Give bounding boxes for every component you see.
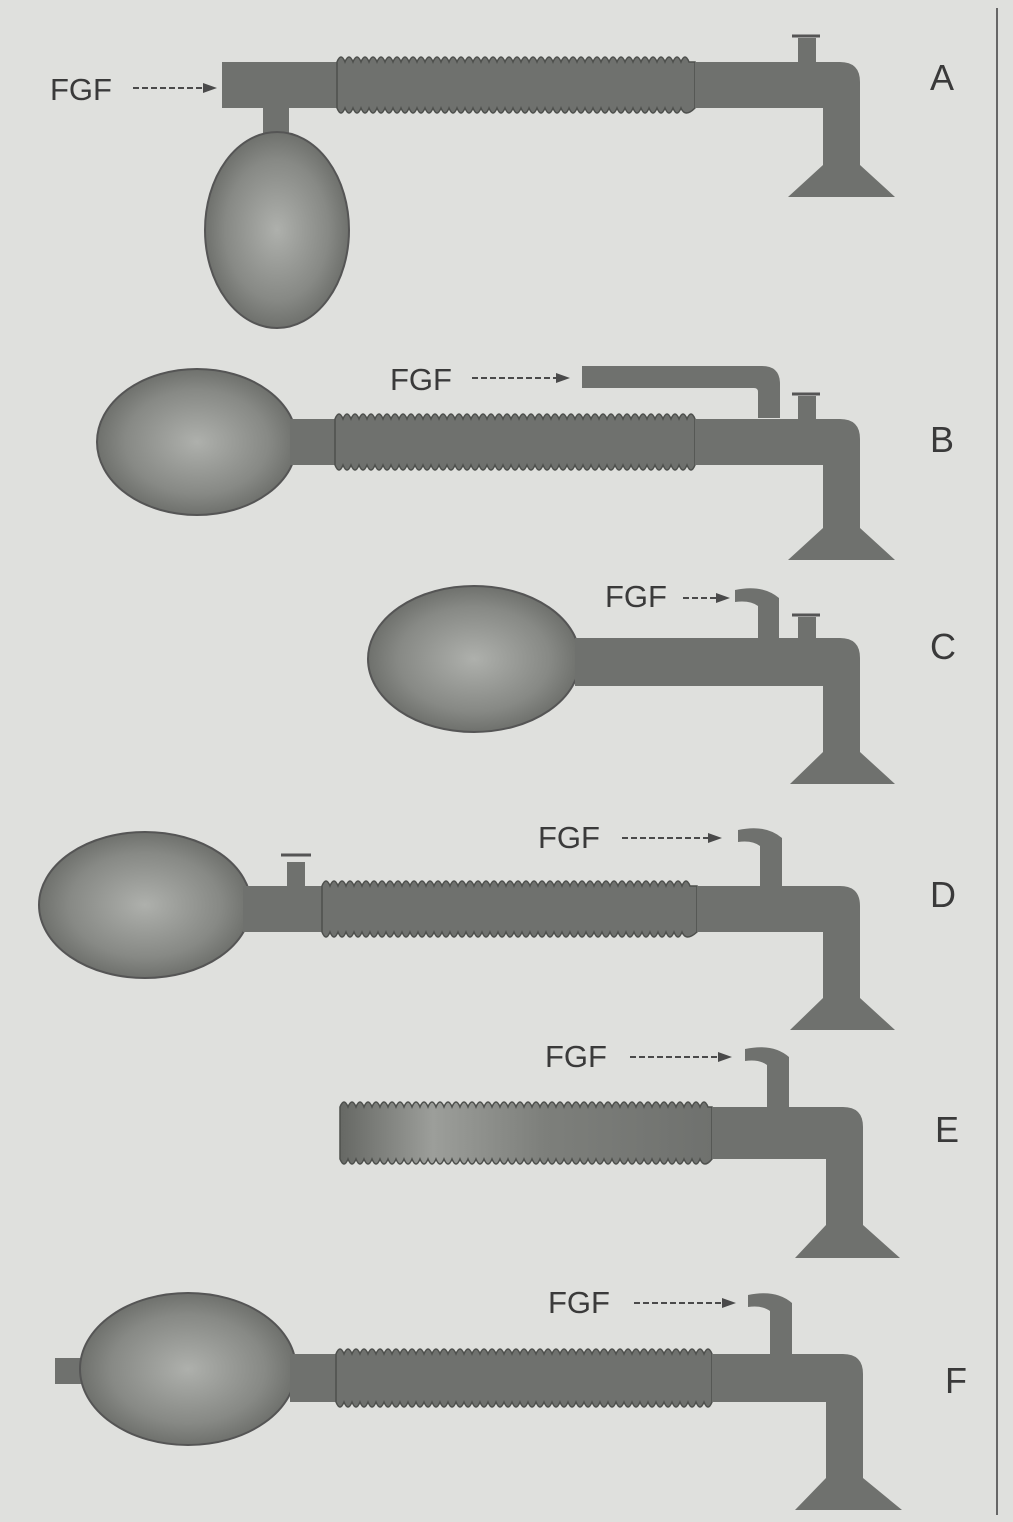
panel-E: FGF E (340, 1039, 959, 1258)
expiratory-valve (792, 36, 820, 62)
expiratory-valve (792, 394, 820, 419)
patient-elbow-mask (712, 1107, 900, 1258)
corrugated-tube-body (336, 1349, 712, 1407)
corrugated-tube-body (340, 1102, 712, 1164)
corrugated-tube (337, 57, 695, 113)
patient-elbow-mask (760, 638, 895, 784)
fgf-arrow (683, 593, 730, 603)
fgf-inlet-hook (745, 1047, 789, 1109)
fgf-inlet (222, 62, 337, 108)
patient-elbow-mask (695, 419, 895, 560)
reservoir-bag (205, 100, 349, 328)
bag-neck (243, 886, 325, 932)
fgf-label: FGF (548, 1285, 610, 1320)
panel-letter-D: D (930, 874, 956, 915)
panel-letter-C: C (930, 626, 956, 667)
panel-letter-B: B (930, 419, 954, 460)
corrugated-tube (336, 1349, 712, 1407)
patient-elbow-mask (697, 886, 895, 1030)
panel-A: FGF A (50, 36, 954, 328)
fgf-arrow (622, 833, 722, 843)
corrugated-tube-body (335, 414, 695, 470)
fgf-inlet-hook (748, 1293, 792, 1354)
bag-neck (290, 419, 338, 465)
fgf-label: FGF (538, 820, 600, 855)
reservoir-bag (368, 586, 580, 732)
corrugated-tube-body (322, 881, 697, 937)
fgf-side-tube (582, 366, 780, 418)
reservoir-bag (80, 1293, 296, 1445)
fgf-label: FGF (390, 362, 452, 397)
panel-D: FGF D (39, 820, 956, 1030)
reservoir-bag (39, 832, 251, 978)
corrugated-tube (340, 1102, 712, 1164)
reservoir-bag (97, 369, 297, 515)
expiratory-valve (281, 855, 311, 886)
fgf-arrow (630, 1052, 732, 1062)
panel-F: FGF F (55, 1285, 967, 1510)
corrugated-tube (335, 414, 695, 470)
fgf-inlet-hook (738, 828, 782, 886)
fgf-arrow (634, 1298, 736, 1308)
fgf-arrow (472, 373, 570, 383)
patient-elbow-mask (695, 62, 895, 197)
corrugated-tube-body (337, 57, 695, 113)
corrugated-tube (322, 881, 697, 937)
patient-elbow-mask (712, 1354, 902, 1510)
fgf-inlet-hook (735, 588, 779, 638)
panel-C: FGF C (368, 579, 956, 784)
bag-neck (290, 1354, 338, 1402)
panel-letter-A: A (930, 57, 954, 98)
expiratory-valve (792, 615, 820, 638)
panel-letter-F: F (945, 1360, 967, 1401)
panel-B: FGF B (97, 362, 954, 560)
fgf-label: FGF (605, 579, 667, 614)
panel-letter-E: E (935, 1109, 959, 1150)
fgf-label: FGF (50, 72, 112, 107)
fgf-label: FGF (545, 1039, 607, 1074)
fgf-arrow (133, 83, 217, 93)
